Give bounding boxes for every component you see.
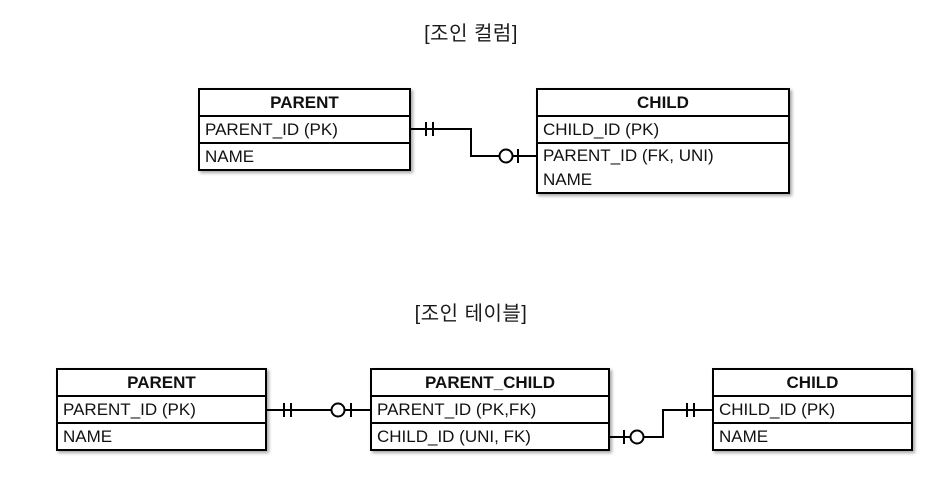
connector-parent-child [411, 122, 536, 164]
connector-junction-child [610, 403, 712, 445]
table-child: CHILD CHILD_ID (PK) NAME [712, 368, 913, 451]
table-column: PARENT_ID (PK) [58, 397, 265, 424]
table-column: CHILD_ID (PK) [538, 117, 788, 144]
table-child: CHILD CHILD_ID (PK) PARENT_ID (FK, UNI) … [536, 88, 790, 194]
table-header: CHILD [538, 90, 788, 117]
section-title-join-column: [조인 컬럼] [424, 23, 518, 45]
table-column-group: PARENT_ID (FK, UNI) NAME [538, 144, 788, 192]
exactly-one-ticks [283, 403, 292, 417]
exactly-one-ticks [425, 122, 434, 136]
table-column: NAME [205, 147, 255, 166]
table-parent: PARENT PARENT_ID (PK) NAME [56, 368, 267, 451]
exactly-one-ticks [686, 403, 695, 417]
table-header: CHILD [714, 370, 911, 397]
section-title-join-table: [조인 테이블] [414, 303, 528, 325]
table-header: PARENT [200, 90, 409, 117]
table-header: PARENT_CHILD [372, 370, 608, 397]
table-column: NAME [543, 170, 593, 189]
table-column: CHILD_ID (PK) [714, 397, 911, 424]
zero-circle [629, 429, 645, 445]
connector-parent-junction [267, 402, 370, 418]
table-column: PARENT_ID (PK) [200, 117, 409, 144]
table-column: NAME [63, 427, 113, 446]
table-parent: PARENT PARENT_ID (PK) NAME [198, 88, 411, 171]
table-column: CHILD_ID (UNI, FK) [377, 427, 531, 446]
table-column: PARENT_ID (PK,FK) [372, 397, 608, 424]
table-column: PARENT_ID (FK, UNI) [543, 146, 714, 165]
table-header: PARENT [58, 370, 265, 397]
table-column: NAME [719, 427, 769, 446]
zero-circle [498, 148, 514, 164]
table-parent-child: PARENT_CHILD PARENT_ID (PK,FK) CHILD_ID … [370, 368, 610, 451]
zero-circle [330, 402, 346, 418]
